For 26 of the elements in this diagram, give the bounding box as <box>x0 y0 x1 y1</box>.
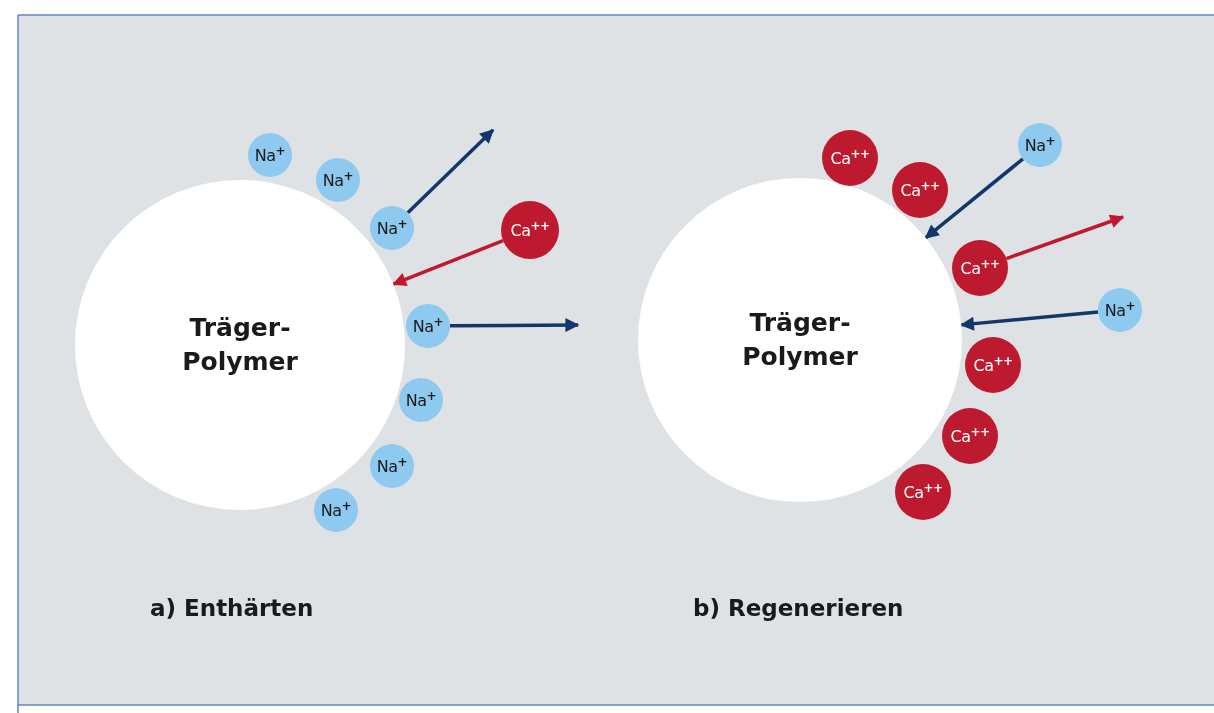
panel-caption: b) Regenerieren <box>693 595 904 621</box>
arrow <box>450 318 580 333</box>
arrow <box>1005 214 1125 261</box>
ion-label: Na$^{+}$ <box>322 169 354 191</box>
ion-label: Ca$^{++}$ <box>510 219 550 241</box>
panel-caption: a) Enthärten <box>150 595 314 621</box>
arrow <box>924 157 1025 240</box>
ion-label: Ca$^{++}$ <box>950 425 990 447</box>
ion-label: Na$^{+}$ <box>412 315 444 337</box>
ion-label: Ca$^{++}$ <box>903 481 943 503</box>
ion-label: Na$^{+}$ <box>1104 299 1136 321</box>
ion-label: Na$^{+}$ <box>376 455 408 477</box>
ion-label: Na$^{+}$ <box>320 499 352 521</box>
ion-label: Na$^{+}$ <box>254 144 286 166</box>
ion-label: Na$^{+}$ <box>1024 134 1056 156</box>
polymer-label: Träger- Polymer <box>181 312 299 378</box>
arrow <box>392 239 504 287</box>
ion-label: Na$^{+}$ <box>405 389 437 411</box>
ion-label: Ca$^{++}$ <box>973 354 1013 376</box>
ion-label: Ca$^{++}$ <box>900 179 940 201</box>
arrow <box>406 128 495 214</box>
ion-label: Ca$^{++}$ <box>830 147 870 169</box>
arrow <box>959 310 1099 331</box>
ion-label: Ca$^{++}$ <box>960 257 1000 279</box>
polymer-label: Träger- Polymer <box>741 307 859 373</box>
ion-label: Na$^{+}$ <box>376 217 408 239</box>
